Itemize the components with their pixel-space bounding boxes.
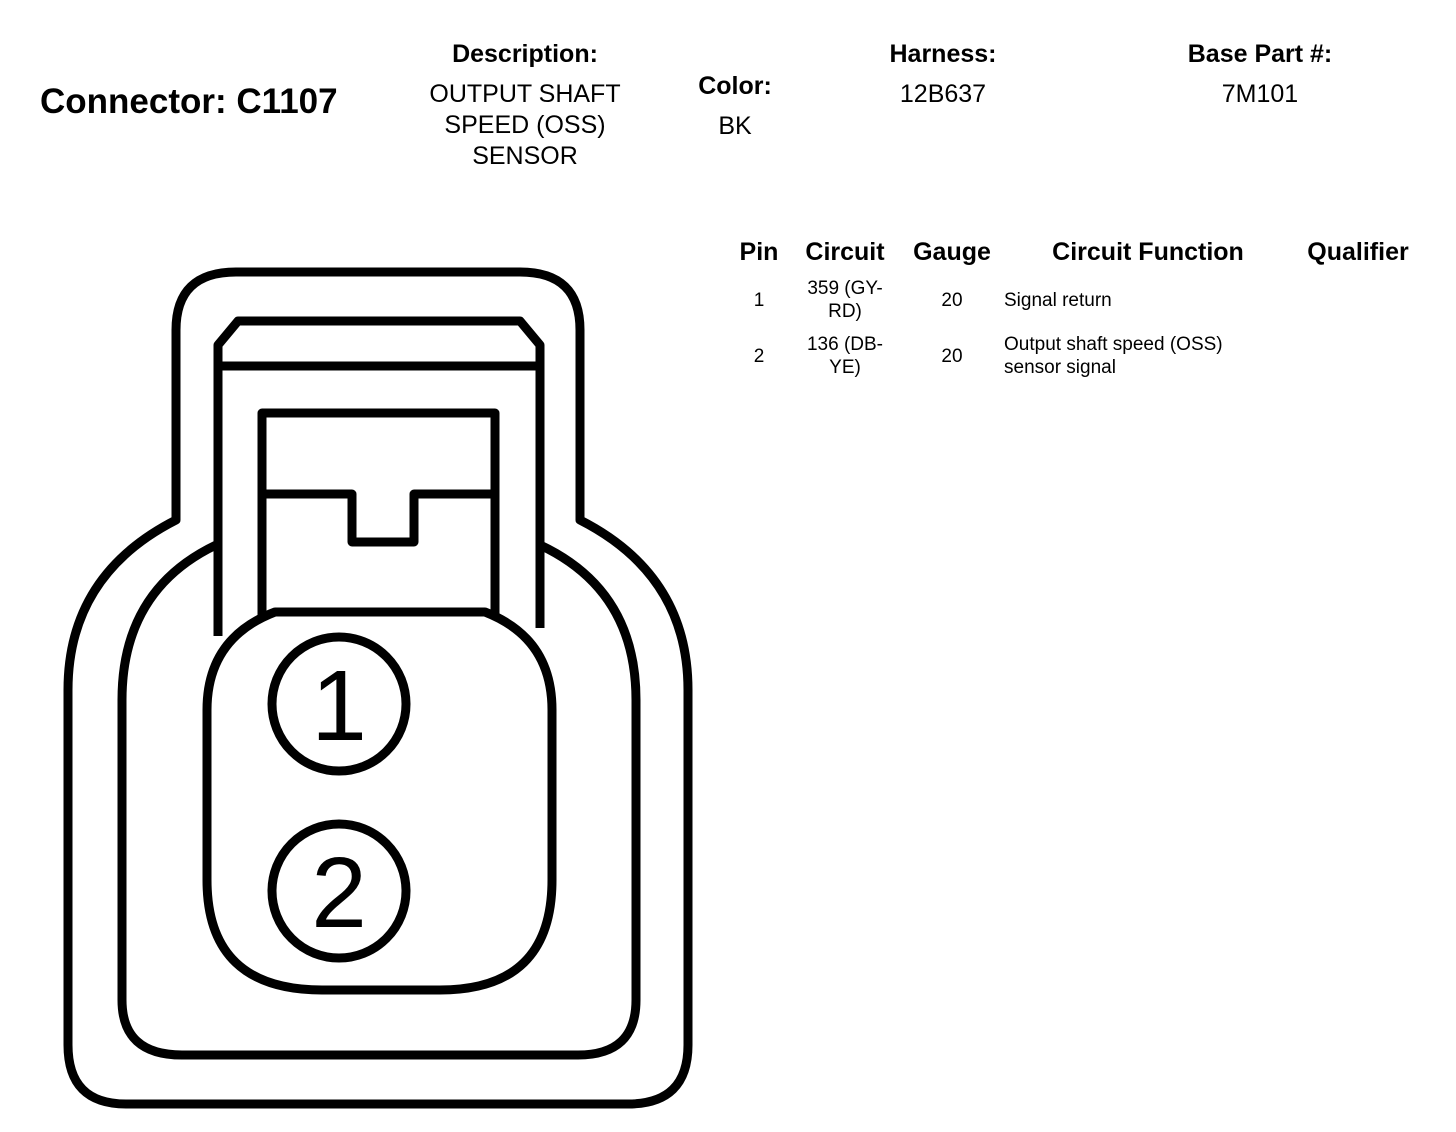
- circuit-line: YE): [829, 357, 861, 378]
- locking-tab-frame: [213, 316, 545, 636]
- pin-2-circle: [267, 819, 411, 963]
- pin-number: 2: [753, 346, 765, 367]
- connector-inner-housing: [117, 540, 641, 1060]
- circuit-cell: 136 (DB- YE): [796, 333, 894, 379]
- pin-1-circle: [267, 632, 411, 776]
- circuit-function-column-header: Circuit Function: [1052, 238, 1244, 266]
- circuit-line: 359 (GY-: [807, 278, 883, 299]
- circuit-cell: 359 (GY- RD): [796, 277, 894, 323]
- description-value: OUTPUT SHAFT SPEED (OSS) SENSOR: [400, 79, 650, 172]
- gauge-cell: 20: [941, 346, 963, 367]
- circuit-line: 136 (DB-: [806, 334, 884, 355]
- circuit-function-cell: Output shaft speed (OSS) sensor signal: [1004, 333, 1284, 379]
- function-line: Signal return: [1004, 290, 1112, 311]
- color-label: Color:: [698, 72, 772, 100]
- description-line: SPEED (OSS): [444, 111, 606, 139]
- connector-title: Connector: C1107: [40, 82, 338, 121]
- circuit-function-cell: Signal return: [1004, 289, 1284, 312]
- harness-label: Harness:: [889, 40, 997, 68]
- circuit-column-header: Circuit: [805, 238, 885, 266]
- function-line: Output shaft speed (OSS): [1004, 334, 1223, 355]
- description-line: SENSOR: [472, 142, 578, 170]
- gauge-cell: 20: [941, 290, 963, 311]
- pin-column-header: Pin: [739, 238, 779, 266]
- connector-outer-housing: [63, 267, 693, 1109]
- pin-number: 1: [753, 290, 765, 311]
- description-line: OUTPUT SHAFT: [429, 80, 621, 108]
- pin-1-label: 1: [311, 650, 367, 762]
- color-value: BK: [718, 112, 752, 140]
- pin-2-label: 2: [311, 837, 367, 949]
- qualifier-column-header: Qualifier: [1307, 238, 1409, 266]
- circuit-line: RD): [828, 301, 862, 322]
- description-label: Description:: [452, 40, 598, 68]
- latch-outline: [257, 408, 500, 625]
- function-line: sensor signal: [1004, 357, 1116, 378]
- latch-notch: [262, 489, 495, 547]
- pin-cavity-block: [202, 607, 557, 995]
- gauge-column-header: Gauge: [913, 238, 991, 266]
- base-part-label: Base Part #:: [1187, 40, 1333, 68]
- base-part-value: 7M101: [1221, 80, 1299, 108]
- harness-value: 12B637: [899, 80, 987, 108]
